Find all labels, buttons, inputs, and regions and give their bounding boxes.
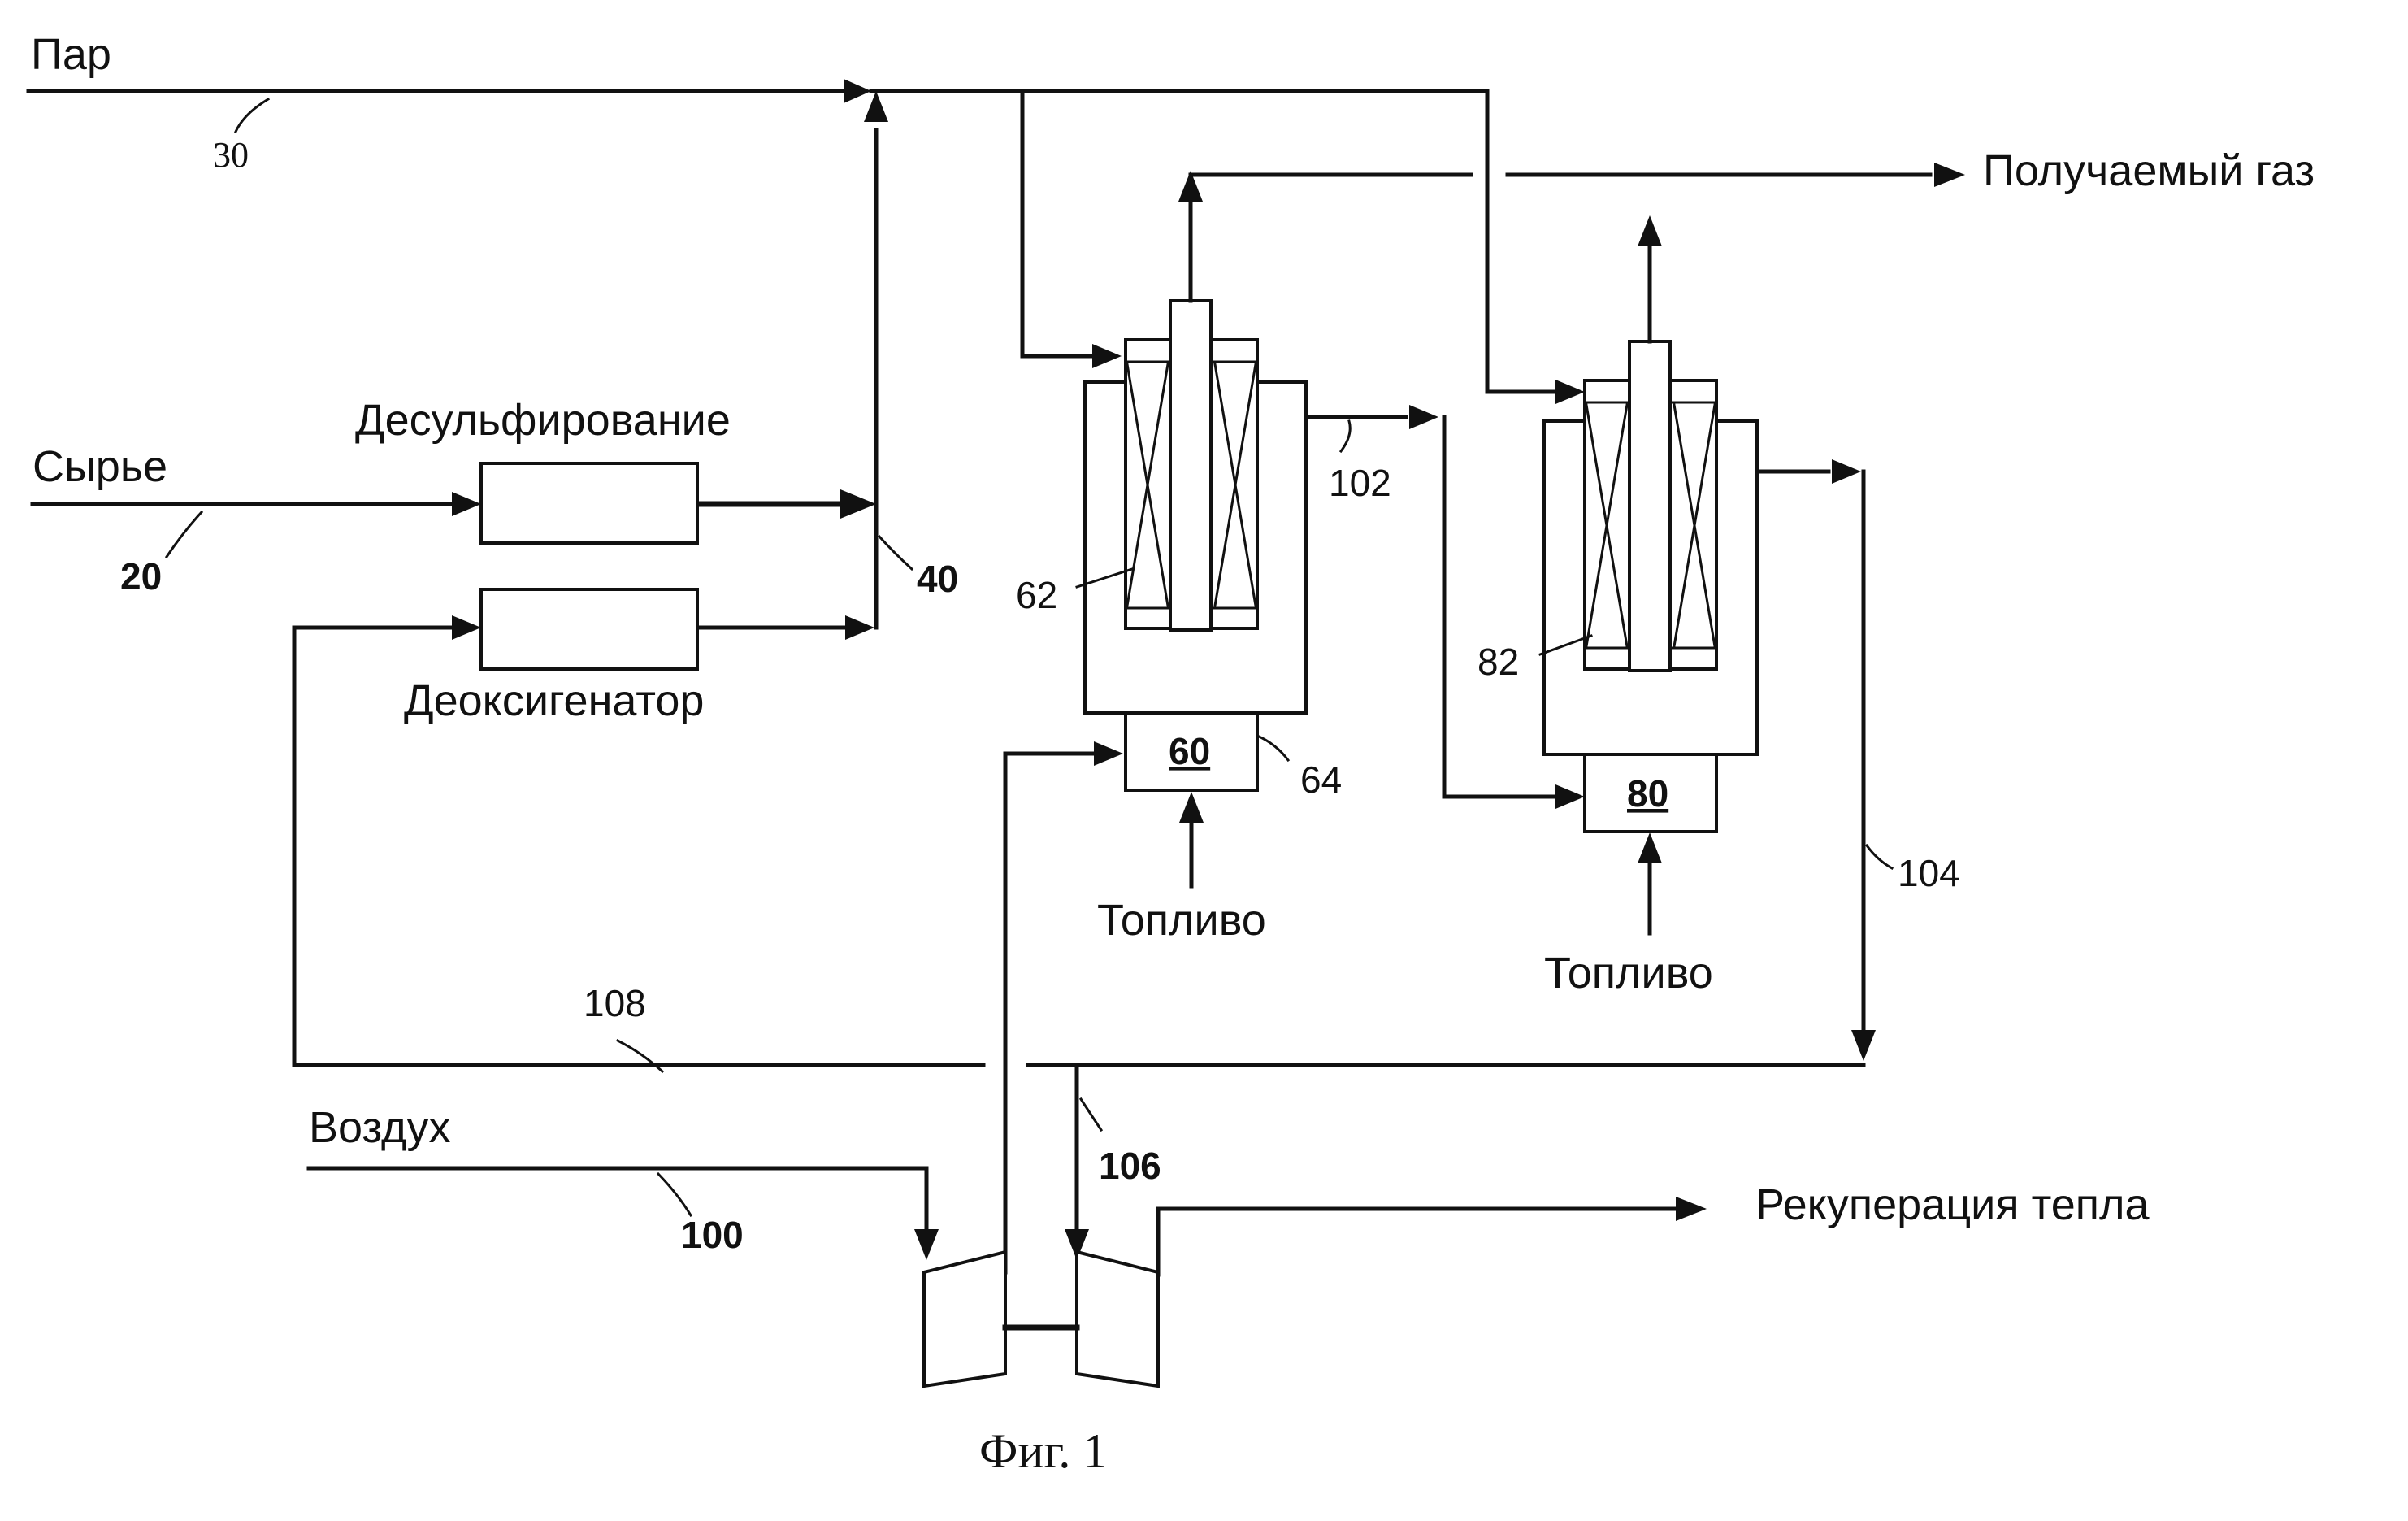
heat-recovery-label: Рекуперация тепла (1755, 1180, 2150, 1229)
line-102 (1304, 405, 1585, 809)
reactor-2 (1538, 215, 1759, 833)
expander (1075, 1249, 1160, 1388)
reactor-1 (1075, 163, 1965, 792)
desulfurization-unit (479, 462, 699, 545)
reactor-2-burner-80 (1583, 753, 1718, 833)
air-ref: 100 (681, 1214, 744, 1256)
deoxygenator-unit (479, 588, 699, 671)
figure-caption: Фиг. 1 (979, 1424, 1107, 1478)
line-106-label: 106 (1099, 1145, 1161, 1187)
line-102-label: 102 (1329, 462, 1391, 504)
steam-ref: 30 (213, 135, 249, 175)
reactor-1-catalyst-ref: 62 (1016, 574, 1057, 616)
air-label: Воздух (309, 1103, 451, 1152)
desulfurization-label: Десульфирование (355, 396, 731, 445)
recycle-line-108 (292, 625, 1866, 1074)
feed-label: Сырье (33, 442, 167, 491)
line-104-label: 104 (1898, 852, 1960, 894)
line-106 (1065, 1063, 1104, 1260)
fuel-2-label: Топливо (1544, 949, 1713, 997)
feed-line (30, 91, 914, 640)
mix-ref: 40 (917, 558, 958, 600)
line-104 (1755, 459, 1894, 1061)
feed-ref: 20 (120, 555, 162, 598)
air-line (306, 1166, 939, 1260)
reactor-1-burner-60 (1124, 711, 1259, 792)
deoxygenator-label: Деоксигенатор (404, 676, 704, 725)
reactor-2-burner-ref: 80 (1627, 772, 1668, 815)
reactor-2-catalyst-ref: 82 (1477, 641, 1519, 683)
fuel-1-label: Топливо (1097, 896, 1266, 945)
reactor-1-shell-ref: 64 (1300, 758, 1342, 801)
compressor (922, 1249, 1007, 1388)
line-108-label: 108 (584, 982, 646, 1024)
steam-line (26, 79, 1585, 404)
product-gas-label: Получаемый газ (1983, 146, 2315, 195)
steam-label: Пар (31, 30, 111, 79)
reactor-1-burner-ref: 60 (1169, 730, 1210, 772)
